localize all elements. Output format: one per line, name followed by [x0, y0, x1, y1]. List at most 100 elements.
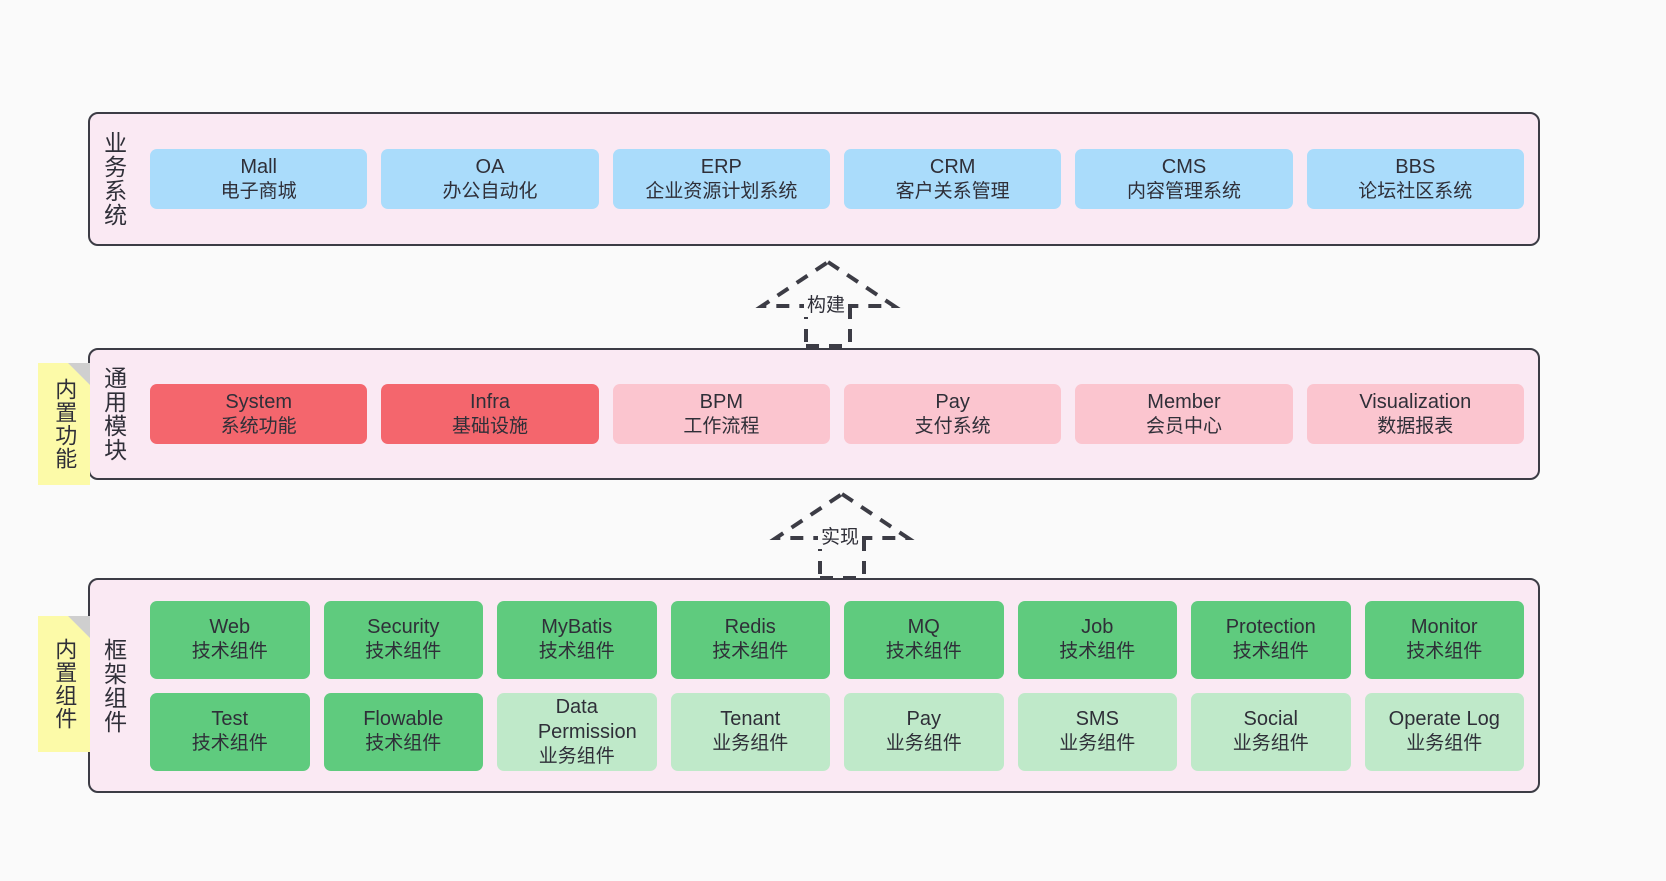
node-subtitle: 技术组件 — [191, 733, 268, 755]
node-title: Protection — [1225, 616, 1316, 639]
node-subtitle: 会员中心 — [1145, 415, 1222, 437]
layer-general-modules: 通用模块 System 系统功能 Infra 基础设施 BPM 工作流程 Pay… — [88, 348, 1540, 480]
node-bpm[interactable]: BPM 工作流程 — [612, 383, 830, 445]
node-social[interactable]: Social 业务组件 — [1191, 692, 1351, 771]
layer-label-general-modules: 通用模块 — [100, 366, 127, 462]
node-flowable[interactable]: Flowable 技术组件 — [323, 692, 483, 771]
node-title: MyBatis — [541, 616, 613, 639]
node-subtitle: 论坛社区系统 — [1358, 180, 1473, 202]
node-title: MQ — [907, 616, 940, 639]
node-redis[interactable]: Redis 技术组件 — [670, 600, 830, 679]
node-mybatis[interactable]: MyBatis 技术组件 — [497, 600, 657, 679]
node-mq[interactable]: MQ 技术组件 — [844, 600, 1004, 679]
layer-body-general-modules: System 系统功能 Infra 基础设施 BPM 工作流程 Pay 支付系统… — [136, 350, 1538, 478]
node-operate-log[interactable]: Operate Log 业务组件 — [1364, 692, 1524, 771]
node-title: Member — [1147, 390, 1221, 413]
node-visualization[interactable]: Visualization 数据报表 — [1306, 383, 1524, 445]
node-title: CRM — [929, 155, 976, 178]
node-title: Monitor — [1410, 616, 1478, 639]
node-title: Security — [367, 616, 440, 639]
node-subtitle: 工作流程 — [683, 415, 760, 437]
node-subtitle: 业务组件 — [1059, 733, 1136, 755]
node-title: Web — [209, 616, 251, 639]
build-connector: 构建 — [755, 258, 901, 348]
node-subtitle: 技术组件 — [538, 641, 615, 663]
node-subtitle: 技术组件 — [1406, 641, 1483, 663]
node-title: BPM — [699, 390, 743, 413]
folded-corner-icon — [68, 363, 90, 385]
node-job[interactable]: Job 技术组件 — [1017, 600, 1177, 679]
node-subtitle: 支付系统 — [914, 415, 991, 437]
implement-connector: 实现 — [769, 490, 915, 580]
note-text: 内置组件 — [52, 638, 78, 730]
node-title: Infra — [469, 390, 510, 413]
node-title: Data Permission — [537, 695, 637, 743]
node-bbs[interactable]: BBS 论坛社区系统 — [1306, 148, 1524, 210]
node-row: Web 技术组件 Security 技术组件 MyBatis 技术组件 Redi… — [150, 600, 1524, 679]
layer-business-systems: 业务系统 Mall 电子商城 OA 办公自动化 ERP 企业资源计划系统 CRM… — [88, 112, 1540, 246]
node-subtitle: 企业资源计划系统 — [645, 180, 798, 202]
node-security[interactable]: Security 技术组件 — [323, 600, 483, 679]
node-subtitle: 技术组件 — [885, 641, 962, 663]
node-sms[interactable]: SMS 业务组件 — [1017, 692, 1177, 771]
node-web[interactable]: Web 技术组件 — [150, 600, 310, 679]
connector-label: 构建 — [804, 290, 849, 317]
layer-body-framework-components: Web 技术组件 Security 技术组件 MyBatis 技术组件 Redi… — [136, 580, 1538, 791]
layer-label-business-systems: 业务系统 — [100, 131, 127, 227]
node-subtitle: 技术组件 — [1232, 641, 1309, 663]
node-member[interactable]: Member 会员中心 — [1075, 383, 1293, 445]
node-system[interactable]: System 系统功能 — [150, 383, 368, 445]
node-tenant[interactable]: Tenant 业务组件 — [670, 692, 830, 771]
layer-label-framework-components: 框架组件 — [100, 637, 127, 734]
node-subtitle: 技术组件 — [365, 641, 442, 663]
node-monitor[interactable]: Monitor 技术组件 — [1364, 600, 1524, 679]
node-pay-module[interactable]: Pay 支付系统 — [843, 383, 1062, 445]
node-row: System 系统功能 Infra 基础设施 BPM 工作流程 Pay 支付系统… — [150, 383, 1524, 445]
node-subtitle: 技术组件 — [712, 641, 789, 663]
node-subtitle: 技术组件 — [365, 733, 442, 755]
node-title: CMS — [1161, 155, 1207, 178]
builtin-function-note: 内置功能 — [38, 363, 90, 485]
node-subtitle: 业务组件 — [1406, 733, 1483, 755]
node-subtitle: 电子商城 — [220, 180, 297, 202]
node-erp[interactable]: ERP 企业资源计划系统 — [612, 148, 830, 210]
node-mall[interactable]: Mall 电子商城 — [150, 148, 368, 210]
node-subtitle: 业务组件 — [1232, 733, 1309, 755]
node-title: Tenant — [720, 708, 781, 731]
node-title: Test — [211, 708, 249, 731]
node-title: BBS — [1395, 155, 1436, 178]
node-title: Mall — [240, 155, 277, 178]
layer-framework-components: 框架组件 Web 技术组件 Security 技术组件 MyBatis 技术组件… — [88, 578, 1540, 793]
node-data-permission[interactable]: Data Permission 业务组件 — [497, 692, 657, 771]
node-pay-component[interactable]: Pay 业务组件 — [844, 692, 1004, 771]
node-title: System — [225, 390, 292, 413]
folded-corner-icon — [68, 616, 90, 638]
node-row: Mall 电子商城 OA 办公自动化 ERP 企业资源计划系统 CRM 客户关系… — [150, 148, 1524, 210]
node-subtitle: 技术组件 — [191, 641, 268, 663]
node-title: Redis — [724, 616, 776, 639]
node-title: Social — [1243, 708, 1298, 731]
node-subtitle: 客户关系管理 — [895, 180, 1010, 202]
builtin-component-note: 内置组件 — [38, 616, 90, 752]
node-subtitle: 业务组件 — [712, 733, 789, 755]
node-title: Pay — [935, 390, 970, 413]
node-subtitle: 技术组件 — [1059, 641, 1136, 663]
node-crm[interactable]: CRM 客户关系管理 — [843, 148, 1062, 210]
node-oa[interactable]: OA 办公自动化 — [381, 148, 599, 210]
node-title: Job — [1081, 616, 1114, 639]
node-subtitle: 办公自动化 — [442, 180, 538, 202]
node-subtitle: 业务组件 — [885, 733, 962, 755]
node-test[interactable]: Test 技术组件 — [150, 692, 310, 771]
note-text: 内置功能 — [52, 378, 78, 470]
node-subtitle: 数据报表 — [1377, 415, 1454, 437]
node-title: Pay — [906, 708, 941, 731]
node-subtitle: 业务组件 — [538, 745, 615, 767]
node-subtitle: 系统功能 — [220, 415, 297, 437]
node-title: OA — [475, 155, 505, 178]
node-cms[interactable]: CMS 内容管理系统 — [1075, 148, 1293, 210]
node-protection[interactable]: Protection 技术组件 — [1191, 600, 1351, 679]
node-title: ERP — [700, 155, 742, 178]
node-infra[interactable]: Infra 基础设施 — [381, 383, 599, 445]
connector-label: 实现 — [818, 522, 863, 549]
